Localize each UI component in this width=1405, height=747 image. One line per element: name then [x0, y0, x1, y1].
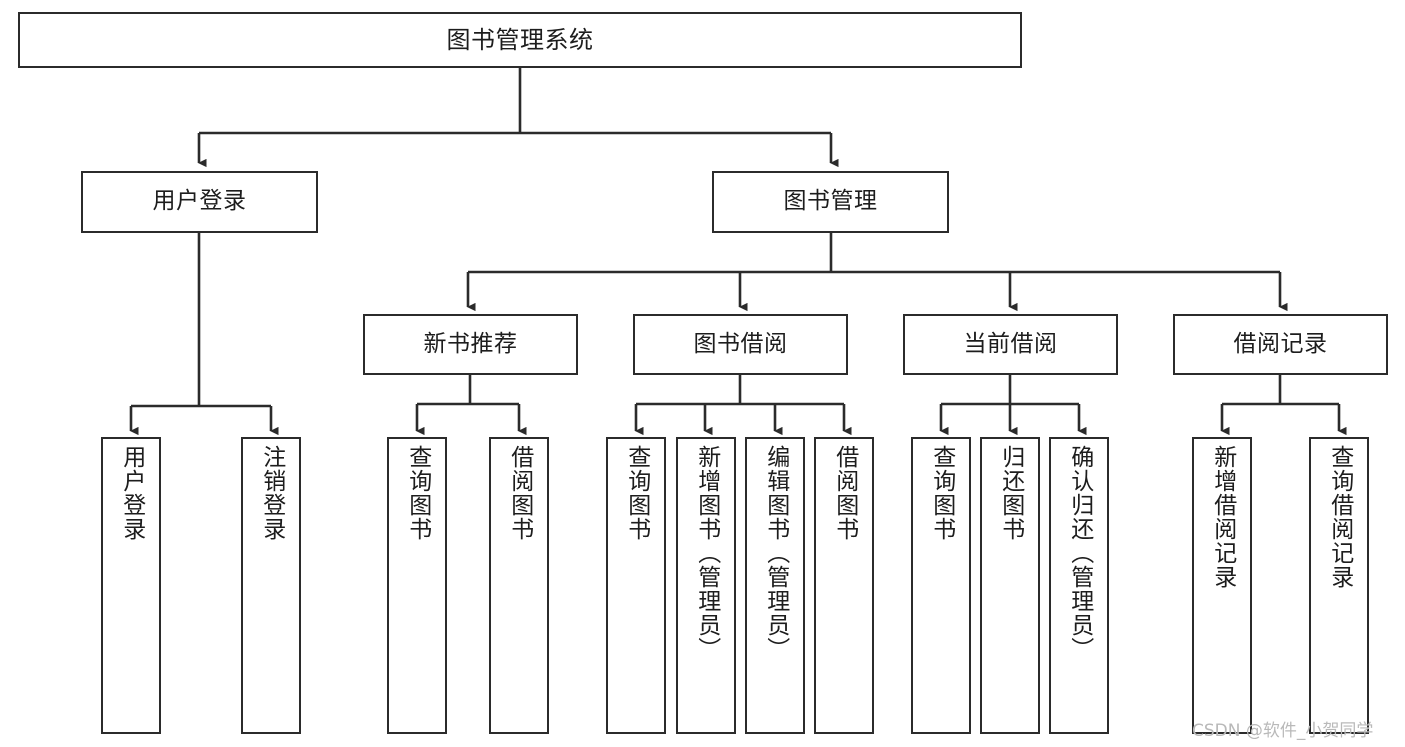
node-label: 用户登录	[152, 188, 247, 215]
node-user-login[interactable]: 用户登录	[81, 171, 318, 233]
node-label: 查询图书	[404, 445, 431, 541]
node-label: 查询图书	[928, 445, 955, 541]
node-label: 查询图书	[623, 445, 650, 541]
node-new-book-recommend[interactable]: 新书推荐	[363, 314, 578, 375]
node-leaf-add-borrow-record[interactable]: 新增借阅记录	[1192, 437, 1252, 734]
node-label: 当前借阅	[963, 330, 1058, 357]
node-label: 新增图书（管理员）	[693, 445, 720, 661]
node-leaf-return-book[interactable]: 归还图书	[980, 437, 1040, 734]
node-leaf-borrow-book[interactable]: 借阅图书	[814, 437, 874, 734]
node-book-management[interactable]: 图书管理	[712, 171, 949, 233]
node-label: 借阅记录	[1233, 330, 1328, 357]
node-leaf-logout-login[interactable]: 注销登录	[241, 437, 301, 734]
node-label: 图书管理	[783, 188, 878, 215]
node-leaf-edit-book-admin[interactable]: 编辑图书（管理员）	[745, 437, 805, 734]
node-label: 查询借阅记录	[1326, 445, 1353, 589]
node-label: 借阅图书	[506, 445, 533, 541]
node-label: 确认归还（管理员）	[1066, 445, 1093, 661]
node-root-system[interactable]: 图书管理系统	[18, 12, 1022, 68]
node-leaf-query-borrow-record[interactable]: 查询借阅记录	[1309, 437, 1369, 734]
node-label: 图书管理系统	[446, 25, 594, 54]
node-leaf-query-book-recommend[interactable]: 查询图书	[387, 437, 447, 734]
node-label: 图书借阅	[693, 330, 788, 357]
node-label: 新增借阅记录	[1209, 445, 1236, 589]
watermark-text: CSDN @软件_小贺同学	[1192, 721, 1374, 741]
node-current-borrow[interactable]: 当前借阅	[903, 314, 1118, 375]
node-leaf-user-login[interactable]: 用户登录	[101, 437, 161, 734]
node-leaf-query-book-current[interactable]: 查询图书	[911, 437, 971, 734]
node-label: 新书推荐	[423, 330, 518, 357]
node-leaf-confirm-return-admin[interactable]: 确认归还（管理员）	[1049, 437, 1109, 734]
node-label: 注销登录	[258, 445, 285, 541]
node-book-borrow[interactable]: 图书借阅	[633, 314, 848, 375]
node-label: 借阅图书	[831, 445, 858, 541]
node-leaf-borrow-book-recommend[interactable]: 借阅图书	[489, 437, 549, 734]
node-label: 归还图书	[997, 445, 1024, 541]
node-leaf-add-book-admin[interactable]: 新增图书（管理员）	[676, 437, 736, 734]
node-leaf-query-book-borrow[interactable]: 查询图书	[606, 437, 666, 734]
node-label: 用户登录	[118, 445, 145, 541]
node-borrow-record[interactable]: 借阅记录	[1173, 314, 1388, 375]
node-label: 编辑图书（管理员）	[762, 445, 789, 661]
